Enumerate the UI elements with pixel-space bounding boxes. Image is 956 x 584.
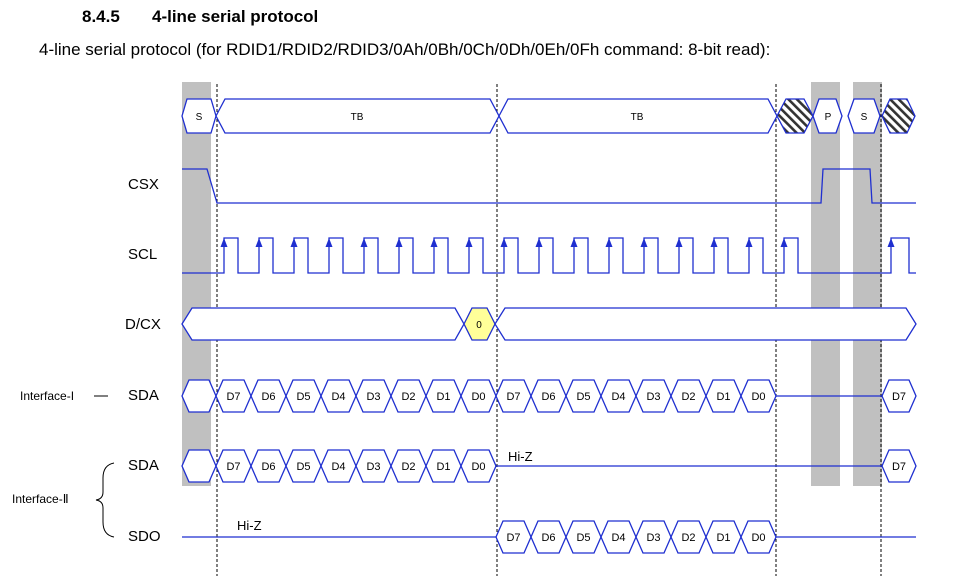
bit-label-d2: D2 bbox=[681, 532, 695, 544]
bit-label-restart-d7: D7 bbox=[892, 391, 906, 403]
section-title: 4-line serial protocol bbox=[152, 7, 319, 26]
bit-label-d2: D2 bbox=[401, 391, 415, 403]
bus-start-cell bbox=[181, 449, 217, 483]
restart-band bbox=[853, 82, 882, 486]
diagram-subtitle: 4-line serial protocol (for RDID1/RDID2/… bbox=[39, 40, 771, 59]
bit-label-d4: D4 bbox=[331, 461, 345, 473]
bit-label-d6: D6 bbox=[541, 532, 555, 544]
bit-label-d7: D7 bbox=[226, 461, 240, 473]
scl-rising-edge-arrow bbox=[465, 238, 473, 247]
bit-label-d4: D4 bbox=[331, 391, 345, 403]
bit-label-d0: D0 bbox=[471, 461, 485, 473]
scl-rising-edge-arrow bbox=[430, 238, 438, 247]
label-interface-2: Interface-Ⅱ bbox=[12, 492, 69, 506]
scl-rising-edge-arrow bbox=[395, 238, 403, 247]
bus-start-cell bbox=[181, 379, 217, 413]
scl-rising-edge-arrow bbox=[360, 238, 368, 247]
bit-label-d1: D1 bbox=[436, 391, 450, 403]
bit-label-d2: D2 bbox=[401, 461, 415, 473]
bit-cell-restart bbox=[881, 379, 917, 413]
label-csx: CSX bbox=[128, 176, 159, 193]
bit-label-d5: D5 bbox=[576, 532, 590, 544]
bit-label-d3: D3 bbox=[366, 461, 380, 473]
top-seg-restart: S bbox=[861, 112, 868, 123]
bit-label-d3: D3 bbox=[646, 532, 660, 544]
scl-rising-edge-arrow bbox=[675, 238, 683, 247]
label-interface-1: Interface-I bbox=[20, 389, 74, 403]
label-sda-2: SDA bbox=[128, 457, 159, 474]
top-bus bbox=[181, 98, 916, 134]
bit-label-d2: D2 bbox=[681, 391, 695, 403]
scl-rising-edge-arrow bbox=[570, 238, 578, 247]
sda-hiz-label: Hi-Z bbox=[508, 449, 533, 464]
bit-label-d1: D1 bbox=[436, 461, 450, 473]
scl-rising-edge-arrow bbox=[220, 238, 228, 247]
top-seg-stop: P bbox=[825, 112, 832, 123]
sdo-hiz-label: Hi-Z bbox=[237, 518, 262, 533]
bit-label-d7: D7 bbox=[226, 391, 240, 403]
bit-label-d1: D1 bbox=[716, 532, 730, 544]
bit-label-d5: D5 bbox=[576, 391, 590, 403]
top-seg-tb-1: TB bbox=[351, 112, 364, 123]
sda-interface-2-bus: D7 D6 D5 D4 D3 D2 D1 D0 D7 bbox=[181, 449, 917, 483]
bit-label-d0: D0 bbox=[471, 391, 485, 403]
interface-2-brace bbox=[95, 462, 115, 538]
csx-waveform bbox=[182, 168, 916, 204]
section-number: 8.4.5 bbox=[82, 7, 120, 26]
bit-label-restart-d7: D7 bbox=[892, 461, 906, 473]
bit-label-d5: D5 bbox=[296, 391, 310, 403]
scl-rising-edge-arrow bbox=[290, 238, 298, 247]
scl-rising-edge-arrow bbox=[535, 238, 543, 247]
sdo-bus: D7 D6 D5 D4 D3 D2 D1 D0 bbox=[182, 520, 916, 554]
bit-label-d6: D6 bbox=[541, 391, 555, 403]
scl-rising-edge-arrow bbox=[500, 238, 508, 247]
bit-label-d4: D4 bbox=[611, 391, 625, 403]
stop-band bbox=[811, 82, 840, 486]
bit-label-d0: D0 bbox=[751, 532, 765, 544]
bit-label-d0: D0 bbox=[751, 391, 765, 403]
start-band bbox=[182, 82, 211, 486]
dcx-bus bbox=[181, 307, 917, 341]
scl-rising-edge-arrow bbox=[605, 238, 613, 247]
scl-trace bbox=[182, 237, 916, 274]
scl-rising-edge-arrow bbox=[325, 238, 333, 247]
scl-rising-edge-arrow bbox=[255, 238, 263, 247]
bit-label-d7: D7 bbox=[506, 391, 520, 403]
bit-label-d1: D1 bbox=[716, 391, 730, 403]
bit-cell-restart bbox=[881, 449, 917, 483]
bit-label-d6: D6 bbox=[261, 391, 275, 403]
bit-label-d5: D5 bbox=[296, 461, 310, 473]
sda-interface-1-bus: D7 D6 D5 D4 D3 D2 D1 D0 D7 D6 D5 D4 D3 D2 D1 D0 D7 bbox=[181, 379, 917, 413]
bit-label-d3: D3 bbox=[646, 391, 660, 403]
label-dcx: D/CX bbox=[125, 316, 161, 333]
bit-label-d6: D6 bbox=[261, 461, 275, 473]
scl-waveform bbox=[182, 237, 916, 274]
label-sdo: SDO bbox=[128, 528, 161, 545]
top-seg-start: S bbox=[196, 112, 203, 123]
top-seg-tb-2: TB bbox=[631, 112, 644, 123]
scl-rising-edge-arrow bbox=[745, 238, 753, 247]
scl-rising-edge-arrow bbox=[710, 238, 718, 247]
scl-rising-edge-arrow bbox=[780, 238, 788, 247]
label-sda-1: SDA bbox=[128, 387, 159, 404]
bit-label-d4: D4 bbox=[611, 532, 625, 544]
scl-rising-edge-arrow bbox=[640, 238, 648, 247]
label-scl: SCL bbox=[128, 246, 157, 263]
shaded-bands bbox=[182, 82, 882, 486]
scl-rising-edge-arrow bbox=[887, 238, 895, 247]
dcx-value: 0 bbox=[476, 320, 482, 331]
bit-label-d7: D7 bbox=[506, 532, 520, 544]
bit-label-d3: D3 bbox=[366, 391, 380, 403]
